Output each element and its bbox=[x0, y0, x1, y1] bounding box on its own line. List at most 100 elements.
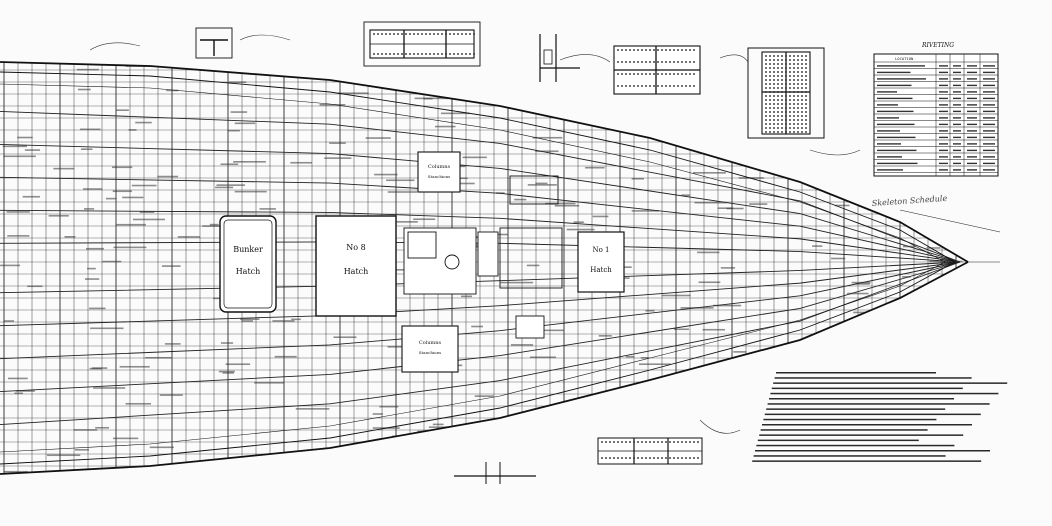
table-cell-text bbox=[983, 91, 995, 93]
table-cell-text bbox=[953, 104, 961, 106]
rivet bbox=[669, 457, 671, 459]
scribble-mark bbox=[125, 402, 151, 405]
table-cell-text bbox=[953, 149, 961, 152]
no8-hatch-line2: Hatch bbox=[344, 267, 369, 276]
table-row-text bbox=[877, 143, 901, 145]
table-cell-text bbox=[939, 97, 948, 100]
scribble-mark bbox=[527, 184, 557, 186]
scribble-mark bbox=[3, 470, 28, 473]
rivet bbox=[769, 123, 771, 125]
rivet bbox=[785, 67, 787, 69]
rivet bbox=[785, 79, 787, 81]
machinery-openings bbox=[403, 175, 563, 339]
rivet bbox=[793, 91, 795, 93]
rivet bbox=[685, 73, 687, 75]
table-cell-text bbox=[953, 84, 961, 87]
scribble-mark bbox=[645, 309, 655, 312]
rivet bbox=[777, 131, 779, 133]
rivet bbox=[785, 115, 787, 117]
rivet bbox=[665, 73, 667, 75]
scribble-mark bbox=[847, 292, 869, 295]
scribble-mark bbox=[111, 166, 133, 169]
scribble-mark bbox=[295, 408, 330, 410]
rivet bbox=[773, 127, 775, 129]
rivet bbox=[397, 53, 399, 55]
rivet bbox=[781, 123, 783, 125]
scribble-mark bbox=[128, 129, 137, 131]
columns-aft-box: Columns Stanchions bbox=[401, 325, 459, 373]
columns-aft-line1: Columns bbox=[419, 340, 442, 346]
rivet bbox=[777, 119, 779, 121]
rivet bbox=[789, 123, 791, 125]
rivet bbox=[785, 119, 787, 121]
rivet bbox=[445, 33, 447, 35]
rivet bbox=[633, 61, 635, 63]
rivet bbox=[769, 83, 771, 85]
scribble-mark bbox=[432, 423, 444, 426]
table-cell-text bbox=[939, 78, 948, 80]
scribble-mark bbox=[139, 211, 155, 213]
rivet bbox=[777, 71, 779, 73]
table-cell-text bbox=[953, 143, 961, 145]
table-row-text bbox=[877, 71, 911, 74]
scribble-mark bbox=[428, 426, 453, 428]
rivet bbox=[641, 85, 643, 87]
scribble-mark bbox=[218, 370, 235, 373]
rivet bbox=[773, 59, 775, 61]
scribble-mark bbox=[225, 363, 251, 366]
rivet bbox=[437, 53, 439, 55]
rivet bbox=[801, 107, 803, 109]
strake bbox=[0, 261, 961, 327]
rivet bbox=[797, 123, 799, 125]
scribble-mark bbox=[929, 260, 963, 263]
rivet bbox=[401, 53, 403, 55]
rivet bbox=[781, 131, 783, 133]
bunker-hatch: Bunker Hatch bbox=[219, 215, 277, 313]
rivet bbox=[673, 49, 675, 51]
scribble-mark bbox=[48, 214, 69, 217]
rivet bbox=[805, 115, 807, 117]
table-cell-text bbox=[953, 91, 961, 93]
rivet bbox=[409, 33, 411, 35]
scribble-mark bbox=[227, 129, 240, 132]
rivet bbox=[633, 441, 635, 443]
table-cell-text bbox=[983, 110, 995, 113]
rivet bbox=[793, 95, 795, 97]
rivet bbox=[781, 119, 783, 121]
rivet bbox=[645, 49, 647, 51]
rivet bbox=[785, 59, 787, 61]
rivet bbox=[765, 115, 767, 117]
table-cell-text bbox=[967, 117, 977, 119]
rivet bbox=[681, 61, 683, 63]
table-cell-text bbox=[953, 162, 961, 165]
scribble-mark bbox=[720, 267, 736, 269]
rivet bbox=[617, 61, 619, 63]
scribble-mark bbox=[272, 320, 295, 322]
bow-stem-line bbox=[899, 209, 1001, 263]
rivet bbox=[769, 55, 771, 57]
rivet bbox=[685, 441, 687, 443]
note-line bbox=[752, 460, 982, 462]
rivet bbox=[797, 103, 799, 105]
scribble-mark bbox=[74, 449, 90, 451]
rivet bbox=[773, 55, 775, 57]
scribble-mark bbox=[510, 344, 534, 346]
scribble-mark bbox=[135, 121, 152, 124]
rivet bbox=[693, 61, 695, 63]
scribble-mark bbox=[374, 173, 398, 176]
scribble-mark bbox=[337, 92, 369, 95]
rivet bbox=[789, 67, 791, 69]
scribble-mark bbox=[471, 325, 484, 328]
rivet bbox=[789, 59, 791, 61]
rivet bbox=[765, 63, 767, 65]
scribble-mark bbox=[717, 207, 734, 209]
rivet bbox=[649, 85, 651, 87]
scribble-mark bbox=[329, 142, 346, 144]
rivet bbox=[657, 61, 659, 63]
rivet bbox=[621, 61, 623, 63]
rivet bbox=[769, 63, 771, 65]
rivet bbox=[765, 67, 767, 69]
table-row-text bbox=[877, 104, 898, 106]
rivet bbox=[769, 67, 771, 69]
rivet bbox=[649, 49, 651, 51]
